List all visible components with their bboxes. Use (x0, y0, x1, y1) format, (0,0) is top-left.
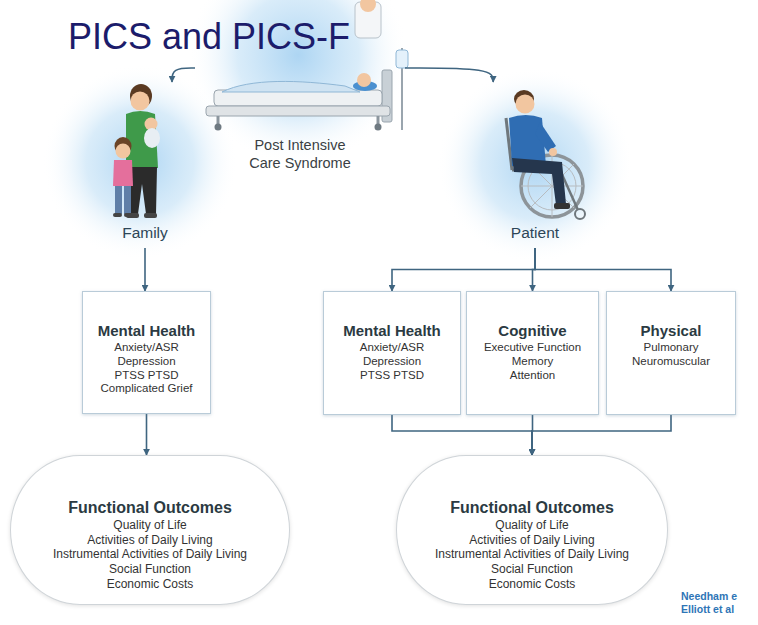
node-item: Social Function (109, 562, 191, 577)
flow-arrow (532, 415, 671, 455)
node-heading: Family (122, 224, 168, 242)
wheelchair-patient-figure (516, 95, 535, 114)
hospital-bed-picture (357, 73, 371, 87)
family-figure (144, 128, 160, 148)
family-figure (124, 213, 133, 217)
node-item: Depression (363, 355, 421, 369)
node-heading: Patient (511, 224, 559, 242)
node-item: Neuromuscular (632, 355, 710, 369)
node-item: Quality of Life (495, 518, 568, 533)
node-item: Complicated Grief (100, 382, 192, 396)
node-item: Quality of Life (113, 518, 186, 533)
node-heading: Functional Outcomes (68, 498, 232, 517)
node-item: PTSS PTSD (360, 369, 424, 383)
family-figure (116, 144, 131, 159)
hospital-bed-picture (222, 81, 360, 92)
domain-box: CognitiveExecutive FunctionMemoryAttenti… (466, 291, 599, 415)
node-item: Activities of Daily Living (469, 533, 594, 548)
domain-box: PhysicalPulmonaryNeuromuscular (606, 291, 736, 415)
node-item: Social Function (491, 562, 573, 577)
node-heading: Mental Health (343, 322, 441, 340)
syndrome-hub: Post Intensive Care Syndrome (195, 60, 405, 174)
hospital-bed-picture (377, 116, 380, 124)
node-item: Economic Costs (107, 577, 194, 592)
wheelchair-patient-figure (554, 203, 570, 209)
node-item: Economic Costs (489, 577, 576, 592)
node-heading: Physical (641, 322, 702, 340)
domain-box: Mental HealthAnxiety/ASRDepressionPTSS P… (323, 291, 461, 415)
node-item: Instrumental Activities of Daily Living (53, 547, 247, 562)
node-item: Depression (117, 355, 175, 369)
node-item: Executive Function (484, 341, 581, 355)
hospital-bed-picture (375, 124, 382, 131)
node-item: Activities of Daily Living (87, 533, 212, 548)
flow-arrow (535, 248, 671, 291)
family-figure (115, 186, 122, 214)
flow-arrow (146, 414, 148, 455)
wheelchair-patient-figure (535, 122, 556, 152)
node-item: Pulmonary (644, 341, 699, 355)
node-heading: Mental Health (98, 322, 196, 340)
family-figure (144, 213, 157, 218)
domain-box: Mental HealthAnxiety/ASRDepressionPTSS P… (82, 291, 211, 414)
patient-figure-node: Patient (440, 82, 630, 248)
family-figure (131, 92, 150, 111)
glow (437, 67, 633, 263)
family-figure (113, 84, 160, 218)
diagram-title: PICS and PICS-F (68, 17, 350, 57)
flow-arrow (172, 68, 195, 82)
flow-arrow (392, 415, 532, 455)
node-heading: Cognitive (498, 322, 566, 340)
wheelchair-patient-figure (506, 90, 585, 219)
glow (42, 0, 633, 263)
node-heading: Post Intensive Care Syndrome (239, 137, 361, 172)
node-item: PTSS PTSD (115, 369, 179, 383)
outcome-panel: Functional OutcomesQuality of LifeActivi… (396, 455, 668, 605)
wheelchair-patient-figure (512, 158, 566, 205)
flow-arrow (405, 68, 493, 82)
family-figure (124, 186, 131, 214)
hospital-bed-picture (360, 0, 376, 12)
node-item: Anxiety/ASR (114, 341, 179, 355)
wheelchair-patient-figure (549, 148, 557, 156)
node-item: Memory (512, 355, 554, 369)
glow (42, 64, 238, 260)
flow-arrow (144, 248, 146, 291)
citation-label: Needham e (681, 590, 737, 603)
hospital-bed-picture (217, 116, 220, 124)
node-heading: Functional Outcomes (450, 498, 614, 517)
hospital-bed-picture (206, 106, 390, 116)
citation-label: Elliott et al (681, 603, 734, 616)
flow-arrow (392, 248, 535, 291)
family-figure (113, 160, 133, 186)
node-item: Instrumental Activities of Daily Living (435, 547, 629, 562)
wheelchair-patient-figure (575, 209, 585, 219)
node-item: Attention (510, 369, 555, 383)
node-item: Anxiety/ASR (360, 341, 425, 355)
outcome-panel: Functional OutcomesQuality of LifeActivi… (10, 455, 290, 605)
hospital-bed-picture (396, 50, 408, 68)
family-figure-node: Family (55, 82, 235, 248)
family-figure (113, 213, 122, 217)
hospital-bed-picture (215, 124, 222, 131)
